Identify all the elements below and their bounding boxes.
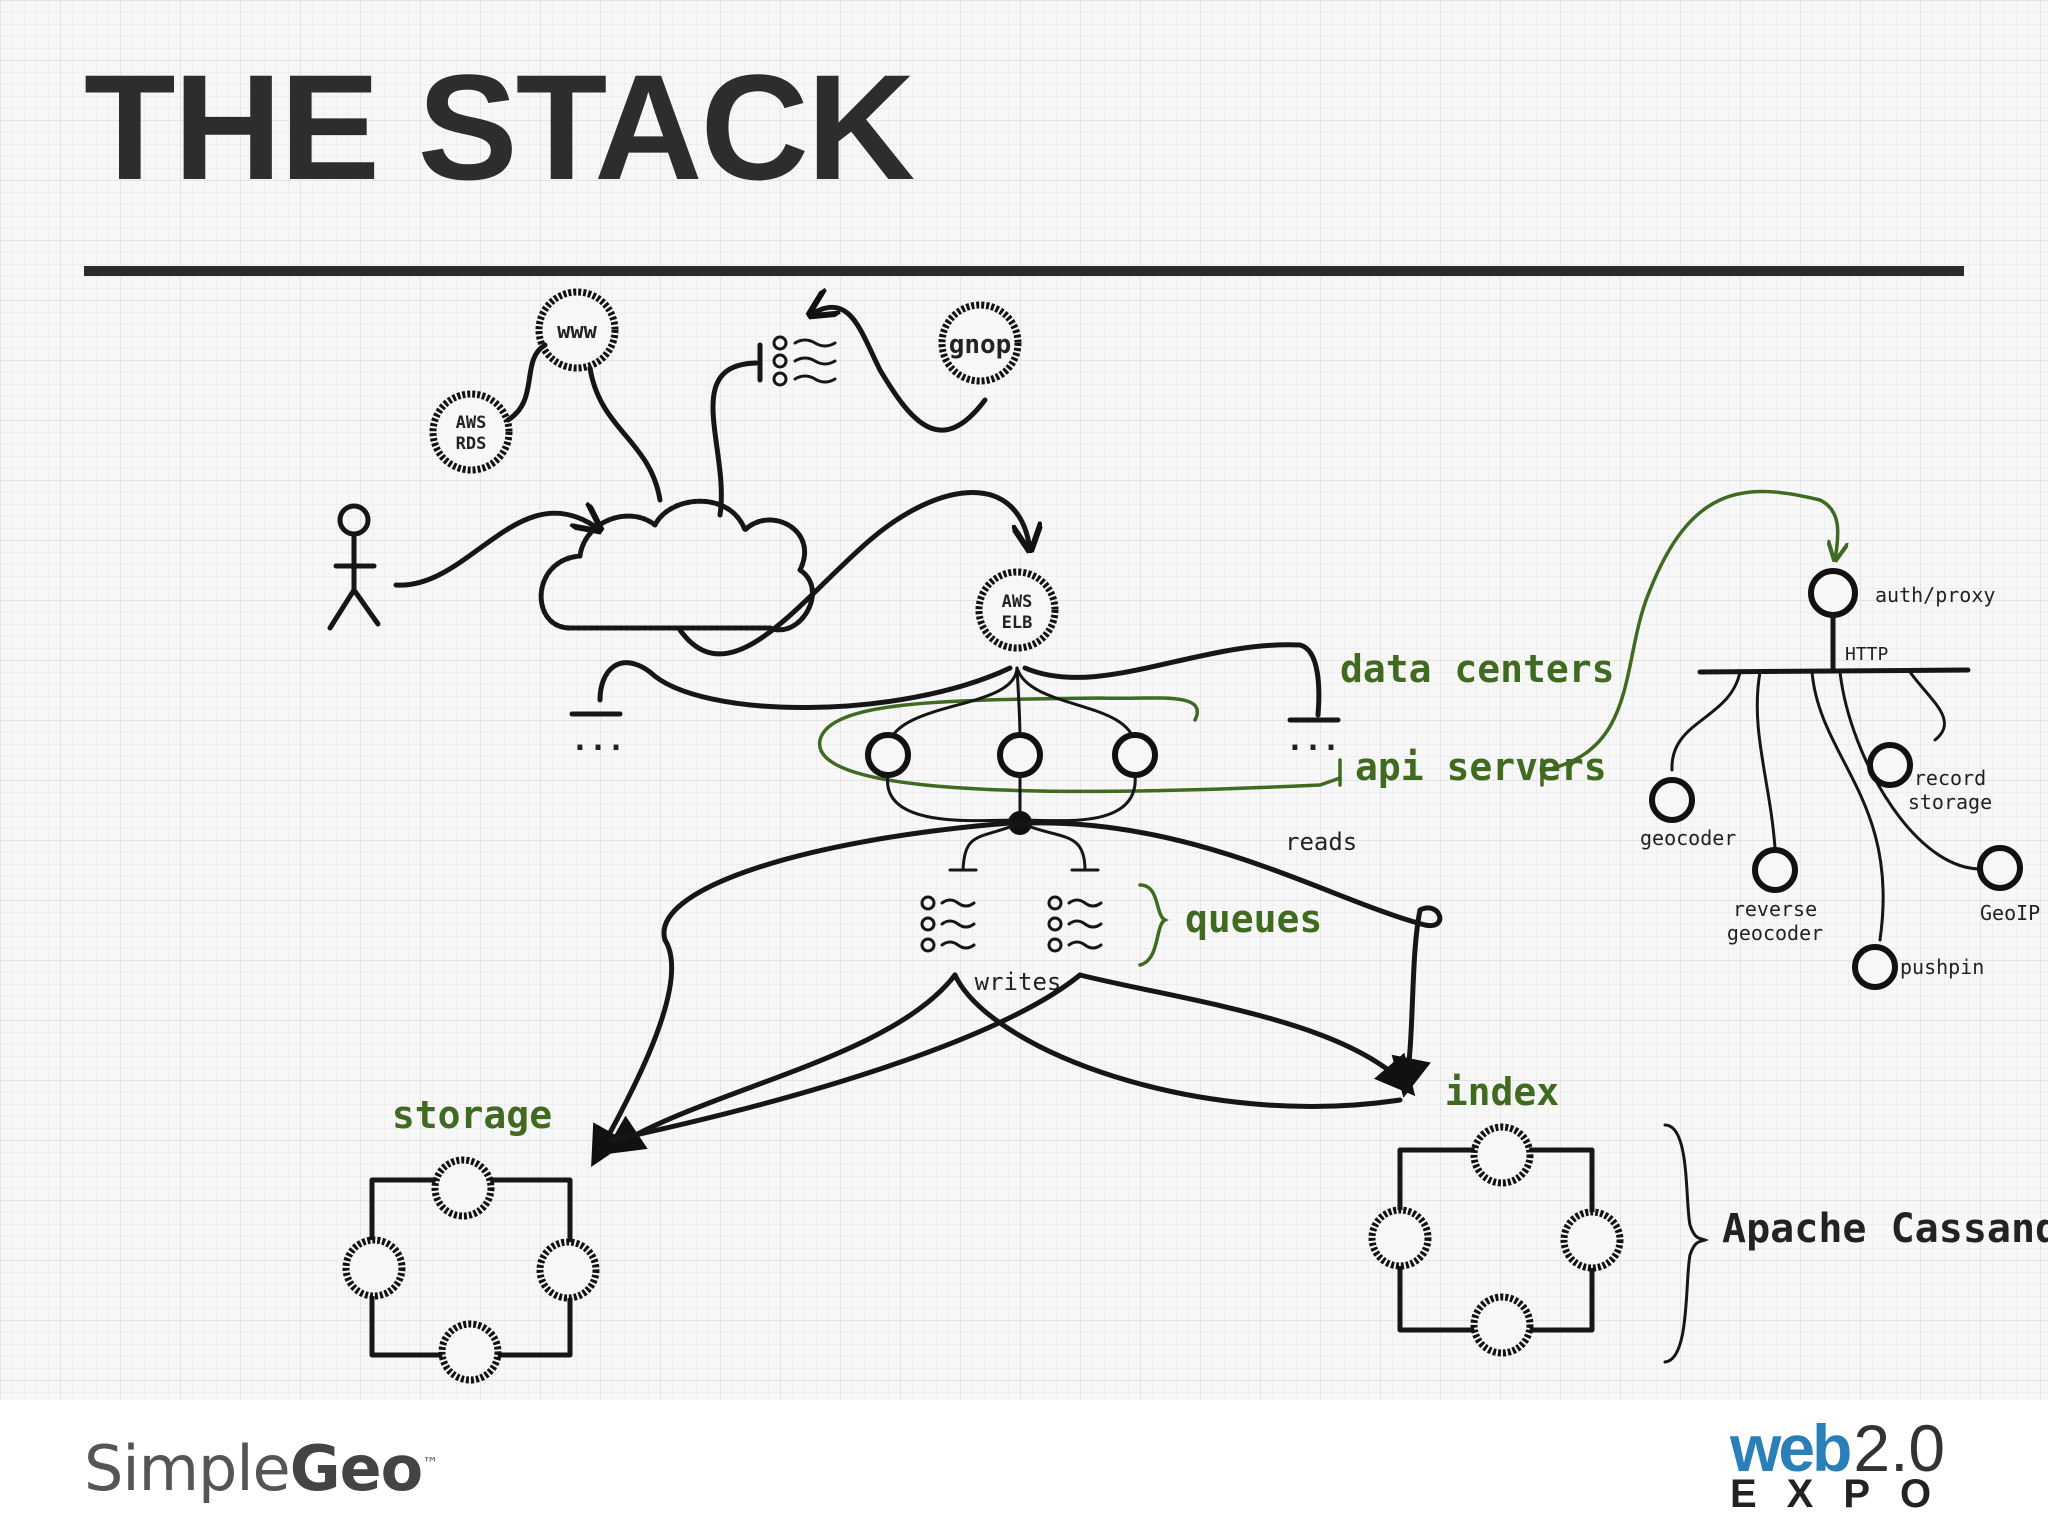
simplegeo-logo: SimpleGeo™: [84, 1432, 438, 1505]
title-underline: [84, 266, 1964, 276]
api-server-node-3: [1112, 732, 1158, 778]
edge-cloud-to-elb: [677, 490, 1030, 657]
pushpin-node: [1852, 944, 1898, 990]
slide-title: THE STACK: [84, 43, 915, 211]
auth-proxy-label: auth/proxy: [1875, 583, 1995, 607]
storage-cassandra-ring: [342, 1156, 600, 1384]
api-server-node-2: [997, 732, 1043, 778]
edge-elb-to-right-dc: [1022, 642, 1322, 718]
gnop-node: gnop: [938, 301, 1022, 385]
left-dc-ellipsis: ...: [571, 723, 625, 758]
edge-writes-right-queue-to-storage: [609, 972, 1083, 1143]
api-servers-to-hub: [886, 773, 1137, 823]
edge-gnop-to-top-queue: [810, 307, 988, 433]
reverse-geocoder-label-line1: reverse: [1733, 897, 1817, 921]
geoip-label: GeoIP: [1980, 901, 2040, 925]
services-cluster: auth/proxy HTTP geocoder reverse geocode…: [1640, 568, 2040, 990]
aws-elb-label-line2: ELB: [1002, 613, 1033, 633]
simplegeo-logo-part1: Simple: [84, 1432, 291, 1505]
record-storage-node: [1867, 742, 1913, 788]
edge-api-to-auth-proxy: [1543, 489, 1838, 772]
aws-rds-node: AWS RDS: [429, 390, 513, 474]
data-centers-label: data centers: [1340, 647, 1615, 691]
reverse-geocoder-node: [1752, 847, 1798, 893]
edge-user-to-cloud: [393, 513, 600, 588]
reads-label: reads: [1285, 828, 1357, 856]
http-label: HTTP: [1845, 644, 1889, 665]
simplegeo-logo-part2: Geo: [289, 1432, 424, 1505]
cassandra-brace: [1663, 1123, 1710, 1364]
reverse-geocoder-label-line2: geocoder: [1727, 921, 1823, 945]
geoip-node: [1977, 845, 2023, 891]
aws-elb-node: AWS ELB: [975, 568, 1059, 652]
gnop-label: gnop: [949, 330, 1012, 360]
apache-cassandra-label: Apache Cassandra: [1722, 1206, 2048, 1252]
aws-rds-label-line2: RDS: [456, 434, 487, 454]
web20-logo-version: 2.0: [1853, 1411, 1946, 1485]
queue-icon-right: [1047, 895, 1103, 953]
aws-elb-label-line1: AWS: [1002, 592, 1033, 612]
web20-logo-expo: EXPO: [1730, 1472, 1962, 1516]
edge-hub-reads-left: [591, 820, 1013, 1167]
internet-cloud-icon: [538, 498, 815, 633]
record-storage-label-line1: record: [1914, 766, 1986, 790]
edge-elb-to-api-right: [1015, 666, 1137, 747]
edge-cloud-to-top-queue: [710, 360, 759, 518]
edge-writes-left-queue-to-index: [952, 972, 1403, 1109]
storage-label: storage: [392, 1093, 552, 1137]
http-bus: [1697, 667, 1971, 675]
writes-label: writes: [975, 968, 1062, 996]
web20-expo-logo: web2.0 EXPO: [1730, 1410, 1960, 1517]
record-storage-label-line2: storage: [1908, 790, 1992, 814]
queues-label: queues: [1185, 897, 1322, 941]
edge-writes-right-queue-to-index: [1077, 972, 1416, 1097]
footer-bar: [0, 1400, 2048, 1536]
right-dc-ellipsis: ...: [1286, 723, 1340, 758]
geocoder-node: [1649, 777, 1695, 823]
index-cassandra-ring: [1368, 1123, 1624, 1357]
api-server-node-1: [865, 732, 911, 778]
simplegeo-logo-tm: ™: [422, 1453, 438, 1473]
user-figure-icon: [327, 503, 381, 631]
api-servers-label: api servers: [1355, 745, 1607, 789]
www-node: www: [535, 288, 619, 372]
web20-logo-web: web: [1730, 1411, 1852, 1485]
edge-elb-to-left-dc: [597, 660, 1013, 710]
architecture-diagram: www AWS RDS gnop AWS ELB ... ... data ce…: [327, 0, 2048, 1384]
edge-writes-left-queue-to-storage: [603, 972, 958, 1155]
queues-brace: [1138, 883, 1169, 967]
queue-icon-left: [920, 895, 976, 953]
www-label: www: [557, 319, 597, 344]
api-servers-bracket: [1338, 758, 1544, 787]
edge-hub-reads-right: [1027, 820, 1443, 1098]
aws-rds-label-line1: AWS: [456, 413, 487, 433]
queue-icon-top: [757, 335, 837, 387]
pushpin-label: pushpin: [1900, 955, 1984, 979]
auth-proxy-node: [1808, 568, 1858, 618]
edge-www-to-cloud: [587, 365, 663, 503]
api-servers-green-loop: [818, 696, 1342, 794]
edge-rds-to-www: [505, 342, 548, 423]
geocoder-label: geocoder: [1640, 826, 1736, 850]
edge-elb-to-api-left: [886, 666, 1019, 747]
index-label: index: [1445, 1070, 1559, 1114]
